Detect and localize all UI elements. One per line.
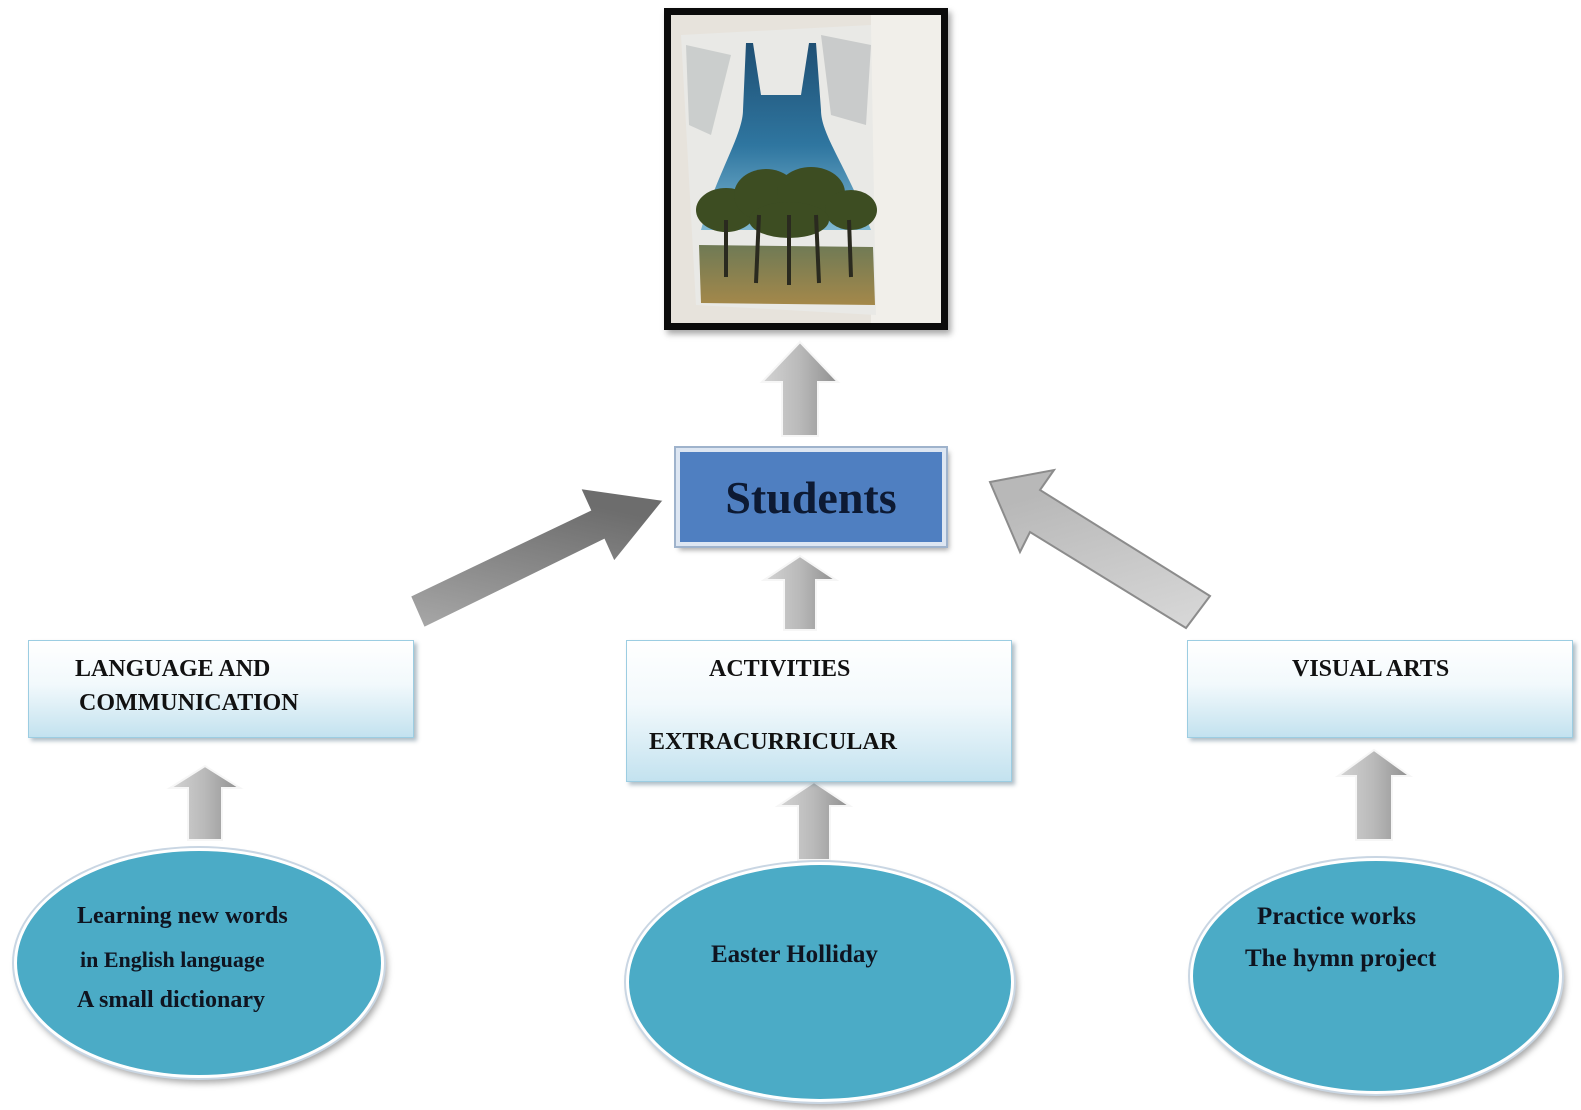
arrow-diagonal-language-to-students xyxy=(408,486,666,630)
oval-practice-line1: Practice works xyxy=(1257,903,1416,930)
oval-learning-line1: Learning new words xyxy=(77,903,288,929)
arrow-up-activities-to-students xyxy=(760,554,840,631)
oval-practice-works: Practice works The hymn project xyxy=(1190,858,1562,1094)
arrow-up-oval-to-language xyxy=(166,764,244,841)
oval-easter-holliday: Easter Holliday xyxy=(626,862,1014,1102)
category-language-communication: LANGUAGE AND COMMUNICATION xyxy=(28,640,414,738)
oval-easter-line1: Easter Holliday xyxy=(711,941,878,968)
category-language-line1: LANGUAGE AND xyxy=(75,656,271,682)
arrow-diagonal-arts-to-students xyxy=(988,468,1212,630)
arrow-up-to-photo xyxy=(759,340,841,437)
painting-photo xyxy=(664,8,948,330)
arrow-up-oval-to-arts xyxy=(1334,748,1414,841)
category-activities-line2: EXTRACURRICULAR xyxy=(649,729,898,755)
arrow-up-oval-to-activities xyxy=(774,780,854,861)
oval-learning-line3: A small dictionary xyxy=(77,987,266,1013)
category-language-line2: COMMUNICATION xyxy=(79,690,299,716)
category-visual-arts-line1: VISUAL ARTS xyxy=(1292,656,1450,682)
students-label: Students xyxy=(725,471,897,523)
oval-learning-line2: in English language xyxy=(80,947,265,972)
category-visual-arts: VISUAL ARTS xyxy=(1187,640,1573,738)
oval-practice-line2: The hymn project xyxy=(1245,945,1437,972)
category-activities-extracurricular: ACTIVITIES EXTRACURRICULAR xyxy=(626,640,1012,782)
students-box: Students xyxy=(674,446,948,548)
category-activities-line1: ACTIVITIES xyxy=(709,656,851,682)
oval-learning-words: Learning new words in English language A… xyxy=(14,848,384,1078)
